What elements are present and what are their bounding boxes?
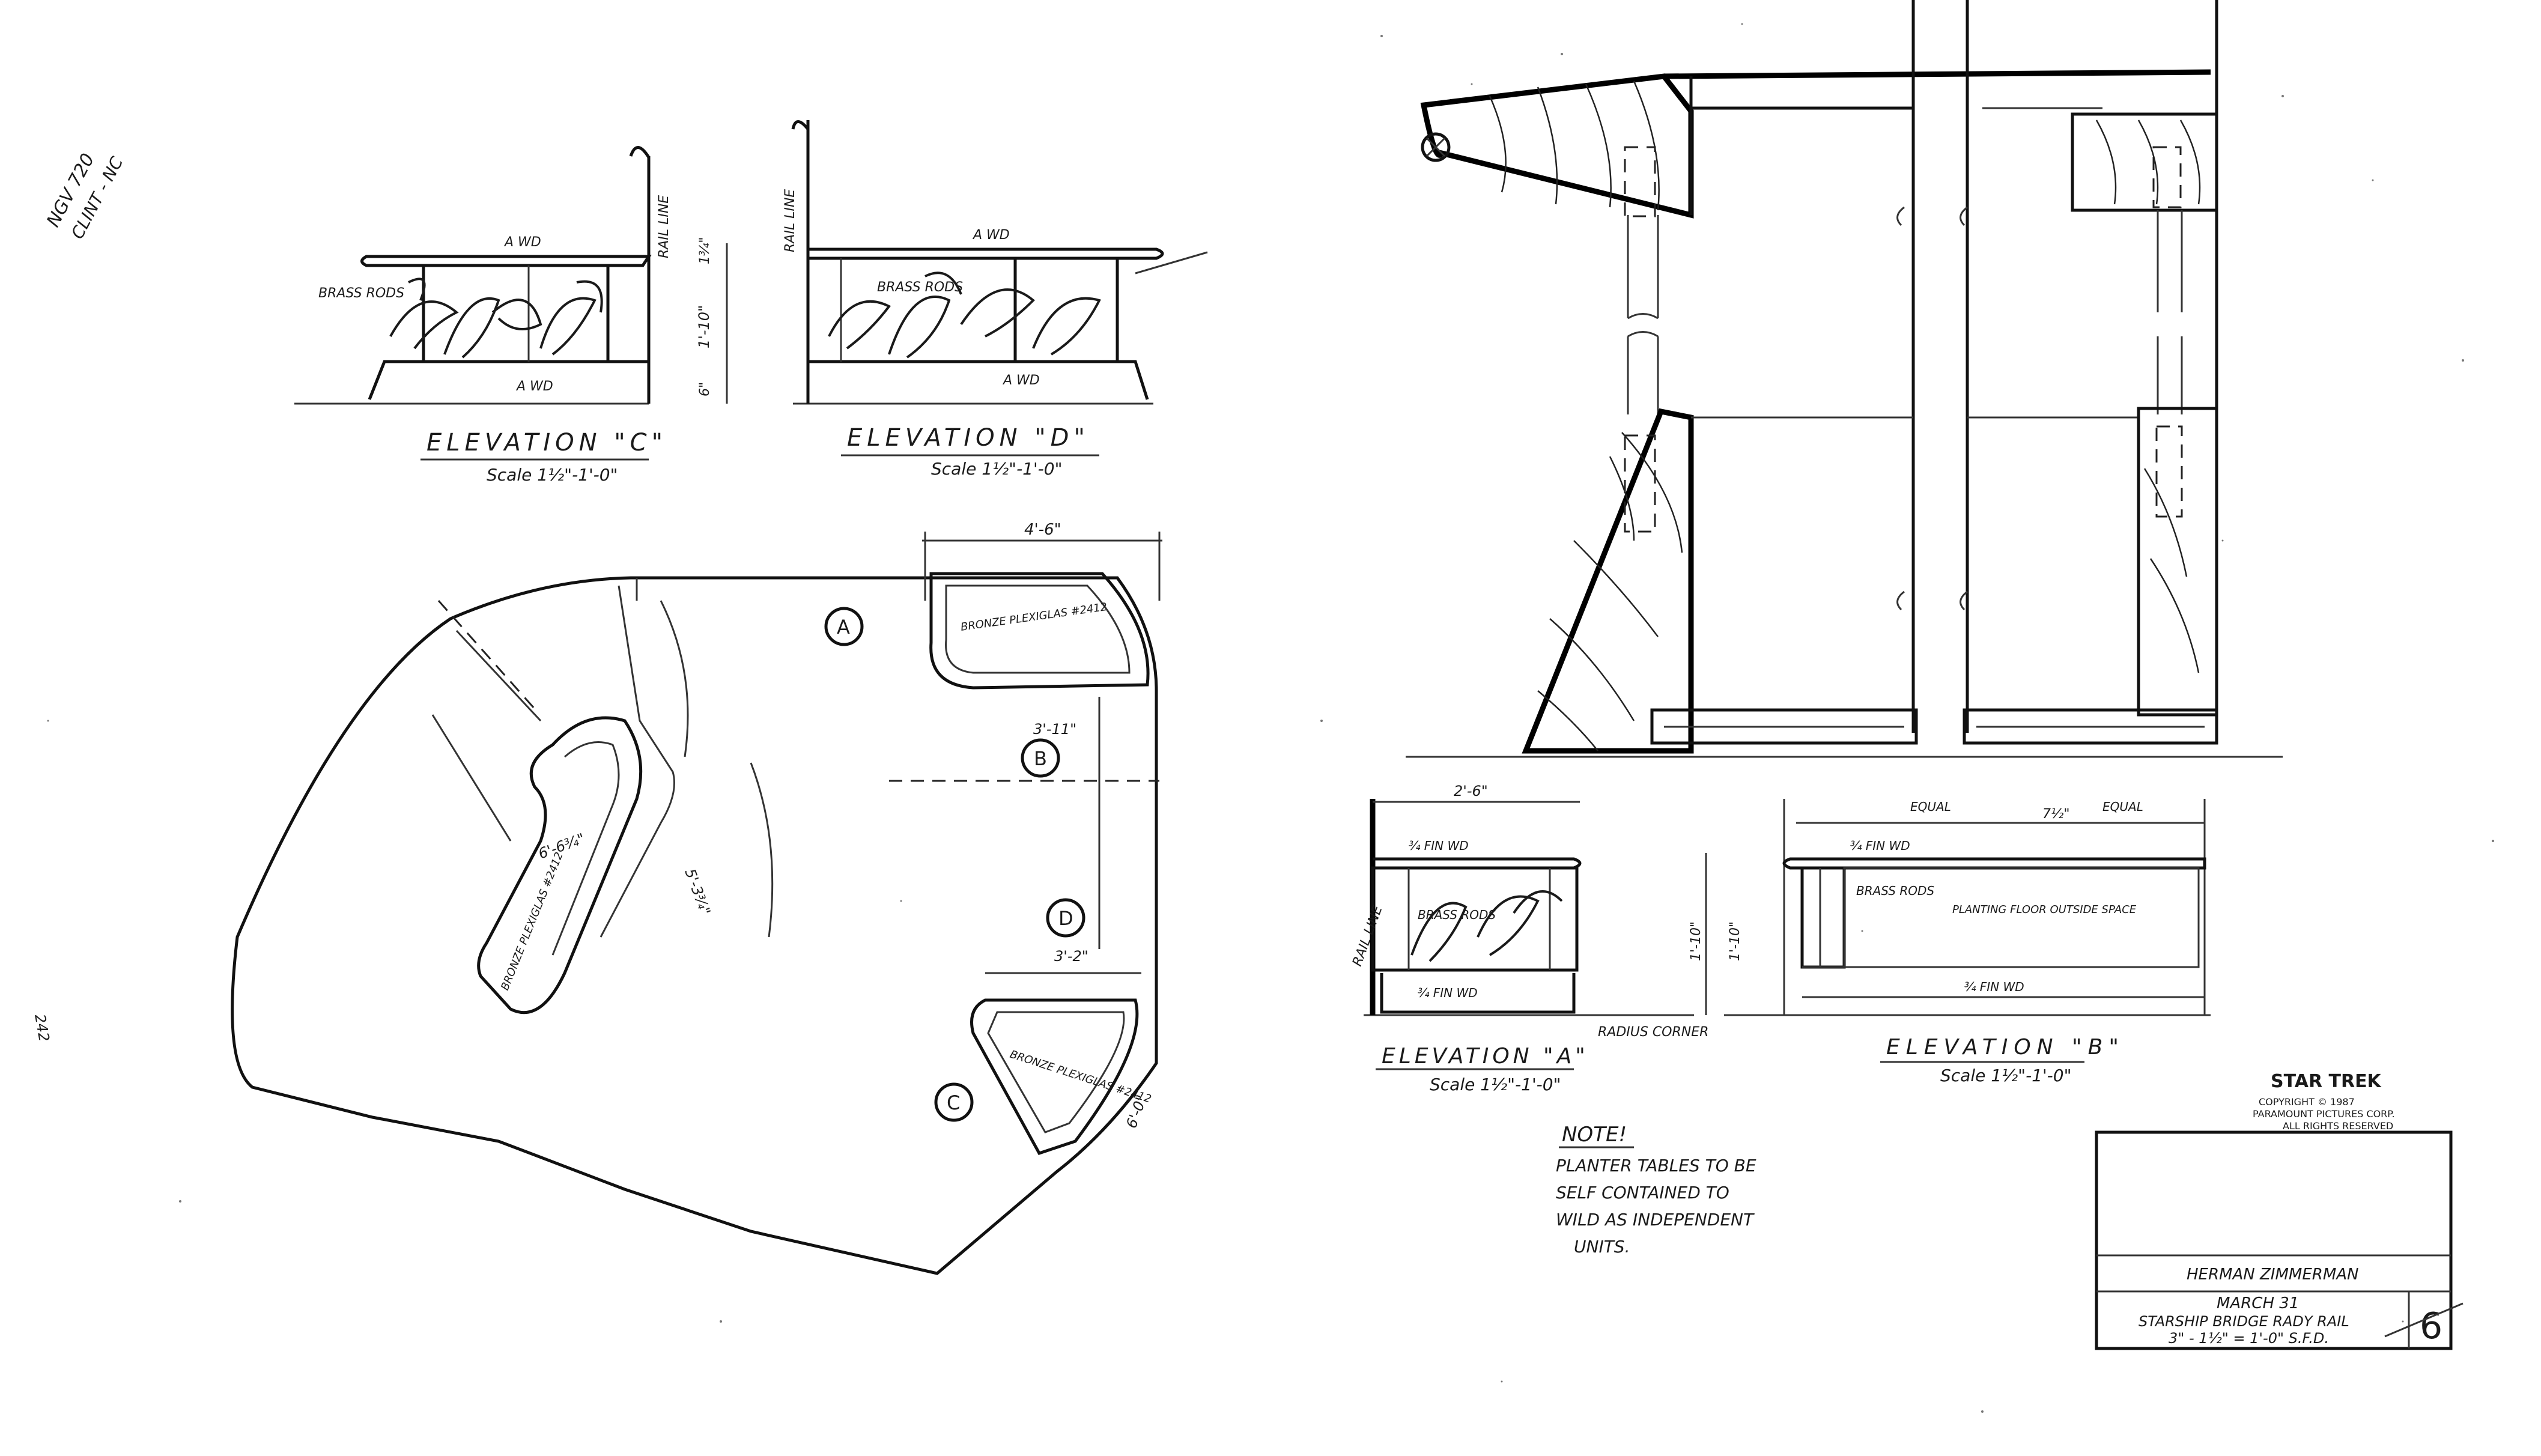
title-designer: HERMAN ZIMMERMAN	[2187, 1266, 2358, 1284]
elevation-d-scale: Scale 1½"-1'-0"	[931, 459, 1062, 479]
plant-sketch-a	[1410, 890, 1563, 962]
margin-note-c: 242	[31, 1013, 53, 1043]
label-brass-rods-b: BRASS RODS	[1856, 884, 1934, 898]
label-equal-right: EQUAL	[2102, 799, 2143, 814]
plant-sketch-c	[389, 278, 603, 359]
label-planting: PLANTING FLOOR OUTSIDE SPACE	[1952, 903, 2137, 916]
label-brass-rods-a: BRASS RODS	[1418, 908, 1496, 922]
marker-b: B	[1021, 738, 1060, 778]
svg-text:A: A	[837, 616, 850, 639]
label-fin-wd-a: ¾ FIN WD	[1409, 839, 1469, 853]
elevation-a-title: ELEVATION "A"	[1382, 1044, 1589, 1069]
note-block: NOTE! PLANTER TABLES TO BE SELF CONTAINE…	[1556, 1123, 1756, 1257]
svg-text:C: C	[947, 1091, 960, 1114]
elevation-c-scale: Scale 1½"-1'-0"	[487, 465, 618, 485]
label-radius-corner: RADIUS CORNER	[1598, 1025, 1708, 1040]
label-rail-line: RAIL LINE	[657, 195, 672, 258]
label-equal-left: EQUAL	[1910, 799, 1951, 814]
note-line-1: PLANTER TABLES TO BE	[1556, 1156, 1756, 1175]
detail-sections	[1406, 0, 2283, 758]
note-line-4: UNITS.	[1574, 1237, 1630, 1257]
marker-a: A	[824, 607, 864, 646]
note-line-2: SELF CONTAINED TO	[1556, 1183, 1729, 1203]
elevation-c-title: ELEVATION "C"	[427, 429, 667, 457]
plan-view: A B C D 4'-6" 3'-11" 3'-2" 5'-3¾" 6'-6¾"…	[231, 521, 1162, 1275]
elevation-d: RAIL LINE A WD A WD BRASS RODS ELEVATION…	[783, 120, 1208, 479]
note-title: NOTE!	[1562, 1123, 1627, 1147]
title-show: STAR TREK	[2271, 1071, 2382, 1092]
title-block: STAR TREK COPYRIGHT © 1987 PARAMOUNT PIC…	[2095, 1071, 2464, 1350]
title-subject: STARSHIP BRIDGE RADY RAIL	[2139, 1313, 2349, 1330]
dim-b: 3'-11"	[1033, 721, 1076, 738]
elevation-d-title: ELEVATION "D"	[847, 424, 1090, 452]
label-bronze-planter: BRONZE PLEXIGLAS #2412	[499, 851, 566, 992]
label-fin-wd-bottom-b: ¾ FIN WD	[1964, 980, 2024, 994]
title-date: MARCH 31	[2217, 1294, 2299, 1312]
label-bronze-c: BRONZE PLEXIGLAS #2412	[1008, 1048, 1153, 1106]
dim-top-width: 4'-6"	[1024, 521, 1061, 539]
label-brass-rods: BRASS RODS	[318, 286, 404, 301]
label-rail-line-d: RAIL LINE	[783, 189, 798, 252]
label-rail-line-a: RAIL LINE	[1350, 904, 1385, 968]
label-a-wd-bottom: A WD	[515, 379, 553, 394]
elevation-b-scale: Scale 1½"-1'-0"	[1940, 1066, 2071, 1085]
label-bronze-a: BRONZE PLEXIGLAS #2412	[960, 601, 1108, 634]
dim-mid-b: 7½"	[2042, 807, 2069, 822]
svg-text:D: D	[1058, 907, 1073, 930]
dim-d: 3'-2"	[1054, 948, 1088, 965]
elevation-a-scale: Scale 1½"-1'-0"	[1430, 1075, 1561, 1094]
paper-speckle	[47, 23, 2494, 1413]
marker-d: D	[1046, 898, 1085, 938]
dim-height: 1'-10"	[696, 305, 712, 348]
svg-text:B: B	[1034, 747, 1047, 770]
label-a-wd-top-d: A WD	[972, 228, 1010, 243]
title-sheet-number: 6	[2420, 1305, 2442, 1347]
label-fin-wd-top-b: ¾ FIN WD	[1850, 839, 1910, 853]
elevation-c: BRASS RODS A WD A WD RAIL LINE 1'-10" 1¾…	[294, 146, 728, 485]
dim-height-a: 1'-10"	[1689, 921, 1704, 961]
title-rights: ALL RIGHTS RESERVED	[2283, 1120, 2393, 1132]
elevation-b: EQUAL 7½" EQUAL ¾ FIN WD BRASS RODS PLAN…	[1724, 799, 2211, 1085]
dim-side: 5'-3¾"	[681, 866, 714, 917]
dim-height-b: 1'-10"	[1728, 921, 1743, 961]
label-a-wd-bottom-d: A WD	[1002, 373, 1040, 388]
title-copyright: COPYRIGHT © 1987	[2259, 1096, 2355, 1108]
elevation-a: 2'-6" RAIL LINE ¾ FIN WD BRASS RODS ¾ FI…	[1350, 783, 1708, 1094]
elevation-b-title: ELEVATION "B"	[1886, 1035, 2125, 1060]
label-brass-rods-d: BRASS RODS	[877, 280, 963, 295]
dim-width-a: 2'-6"	[1454, 783, 1488, 799]
title-studio: PARAMOUNT PICTURES CORP.	[2253, 1108, 2395, 1120]
label-a-wd-top: A WD	[503, 235, 541, 250]
dim-top: 1¾"	[697, 237, 712, 264]
marker-c: C	[934, 1082, 974, 1122]
label-fin-wd-bottom-a: ¾ FIN WD	[1418, 986, 1478, 1000]
title-scale: 3" - 1½" = 1'-0" S.F.D.	[2169, 1330, 2329, 1347]
dim-base: 6"	[697, 382, 712, 396]
note-line-3: WILD AS INDEPENDENT	[1556, 1210, 1755, 1230]
plant-sketch-d	[828, 271, 1101, 359]
